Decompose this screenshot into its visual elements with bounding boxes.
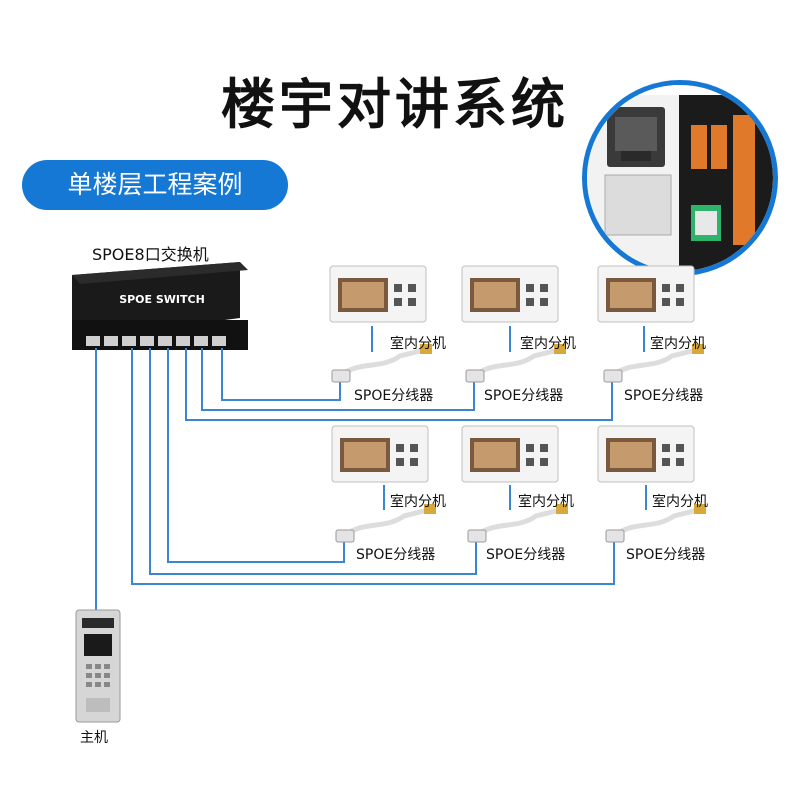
splitter-heads [331,369,625,543]
indoor-monitor [461,425,559,483]
outdoor-station-label: 主机 [80,730,108,746]
monitor-label: 室内分机 [390,494,446,510]
monitor-label: 室内分机 [520,336,576,352]
indoor-monitor [331,425,429,483]
wire-6 [131,348,615,585]
wire-2 [201,348,475,411]
connector-closeup [582,80,778,276]
indoor-monitor [597,425,695,483]
subtitle-badge: 单楼层工程案例 [22,160,288,210]
splitter-label: SPOE分线器 [626,547,706,563]
wire-5 [149,348,477,575]
splitter-label: SPOE分线器 [486,547,566,563]
indoor-monitor [461,265,559,323]
wires [95,326,647,610]
monitor-label: 室内分机 [390,336,446,352]
switch-label: SPOE8口交换机 [92,245,209,264]
splitter-label: SPOE分线器 [354,388,434,404]
connector-closeup-illustration [587,85,773,271]
switch-brand-text: SPOE SWITCH [119,293,205,306]
monitor-label: 室内分机 [650,336,706,352]
page-title: 楼宇对讲系统 [221,73,569,136]
outdoor-station [75,609,121,723]
spoe-switch: SPOE SWITCH [72,262,248,350]
splitter-label: SPOE分线器 [484,388,564,404]
wire-1 [221,348,341,401]
splitter-label: SPOE分线器 [624,388,704,404]
monitor-label: 室内分机 [518,494,574,510]
wire-3 [185,348,613,421]
wire-4 [167,348,345,563]
splitter-plugs [420,344,706,514]
indoor-monitor [597,265,695,323]
indoor-monitor [329,265,427,323]
splitter-label: SPOE分线器 [356,547,436,563]
monitor-label: 室内分机 [652,494,708,510]
